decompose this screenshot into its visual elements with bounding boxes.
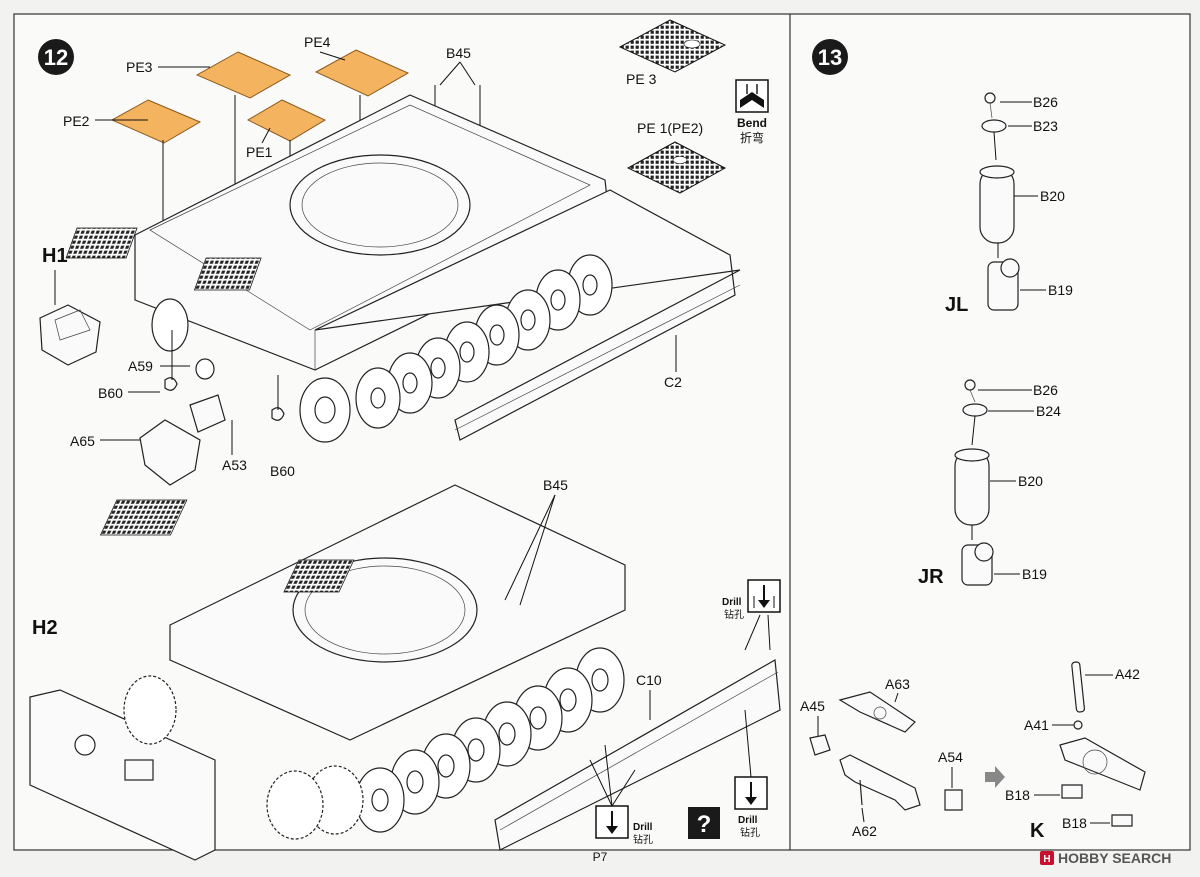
label-pe4: PE4 (304, 34, 331, 50)
drill-label-en-top: Drill (722, 597, 742, 608)
svg-text:H: H (1043, 854, 1050, 865)
label-a65: A65 (70, 433, 95, 449)
question-icon: ? (688, 807, 720, 839)
drill-label-cn-top: 钻孔 (724, 608, 744, 621)
label-jr-b24: B24 (1036, 403, 1061, 419)
label-k-a54: A54 (938, 749, 963, 765)
step-12-badge: 12 (38, 39, 74, 75)
label-jl: JL (945, 294, 968, 316)
hobby-search-watermark: H HOBBY SEARCH (1040, 850, 1171, 866)
page-number: P7 (593, 850, 608, 864)
jl-assembly (979, 92, 1020, 311)
label-b45-lower: B45 (543, 477, 568, 493)
bend-label-cn: 折弯 (740, 130, 764, 145)
label-jr: JR (918, 566, 944, 588)
upper-hull-assembly (65, 94, 741, 441)
label-b60-left: B60 (98, 385, 123, 401)
page-frame (13, 13, 1191, 851)
label-k-a62: A62 (852, 823, 877, 839)
jr-assembly (954, 379, 994, 586)
label-k-a63: A63 (885, 676, 910, 692)
bend-label-en: Bend (737, 116, 767, 130)
label-k-a42: A42 (1115, 666, 1140, 682)
bend-icon (735, 79, 769, 113)
label-pe2: PE2 (63, 113, 90, 129)
label-c2: C2 (664, 374, 682, 390)
label-k: K (1030, 820, 1045, 842)
drill-icon-top (747, 579, 781, 613)
label-k-a45: A45 (800, 698, 825, 714)
drill-label-en-right: Drill (738, 815, 758, 826)
label-k-b18-top: B18 (1005, 787, 1030, 803)
label-k-b18-bottom: B18 (1062, 815, 1087, 831)
k-assembled (1059, 661, 1146, 827)
label-pe1: PE1 (246, 144, 273, 160)
lower-hull-assembly (29, 484, 781, 861)
svg-text:12: 12 (44, 45, 68, 70)
label-h2: H2 (32, 617, 58, 639)
drill-icon-mid (595, 805, 629, 839)
svg-text:HOBBY SEARCH: HOBBY SEARCH (1058, 850, 1171, 866)
road-wheels-lower (123, 647, 625, 840)
svg-text:?: ? (697, 811, 712, 838)
drill-label-en-mid: Drill (633, 822, 653, 833)
svg-text:13: 13 (818, 45, 842, 70)
step-13-badge: 13 (812, 39, 848, 75)
label-c10: C10 (636, 672, 662, 688)
label-jr-b19: B19 (1022, 566, 1047, 582)
label-a53: A53 (222, 457, 247, 473)
pe1-mesh-inset (626, 141, 727, 194)
k-assembly-parts (809, 691, 963, 811)
label-pe1-inset: PE 1(PE2) (637, 120, 703, 136)
arrow-right-icon (985, 766, 1005, 788)
label-jr-b20: B20 (1018, 473, 1043, 489)
label-b45-top: B45 (446, 45, 471, 61)
pe3-mesh-inset (618, 19, 727, 73)
label-h1: H1 (42, 245, 68, 267)
drill-label-cn-right: 钻孔 (740, 826, 760, 839)
drill-icon-right (734, 776, 768, 810)
label-jl-b20: B20 (1040, 188, 1065, 204)
label-a59: A59 (128, 358, 153, 374)
label-jl-b23: B23 (1033, 118, 1058, 134)
label-jl-b19: B19 (1048, 282, 1073, 298)
label-pe3: PE3 (126, 59, 153, 75)
drill-label-cn-mid: 钻孔 (633, 833, 653, 846)
road-wheels-upper (151, 254, 613, 443)
part-h1-bracket (39, 304, 101, 366)
label-jr-b26: B26 (1033, 382, 1058, 398)
label-b60-right: B60 (270, 463, 295, 479)
label-k-a41: A41 (1024, 717, 1049, 733)
label-jl-b26: B26 (1033, 94, 1058, 110)
label-pe3-inset: PE 3 (626, 71, 657, 87)
